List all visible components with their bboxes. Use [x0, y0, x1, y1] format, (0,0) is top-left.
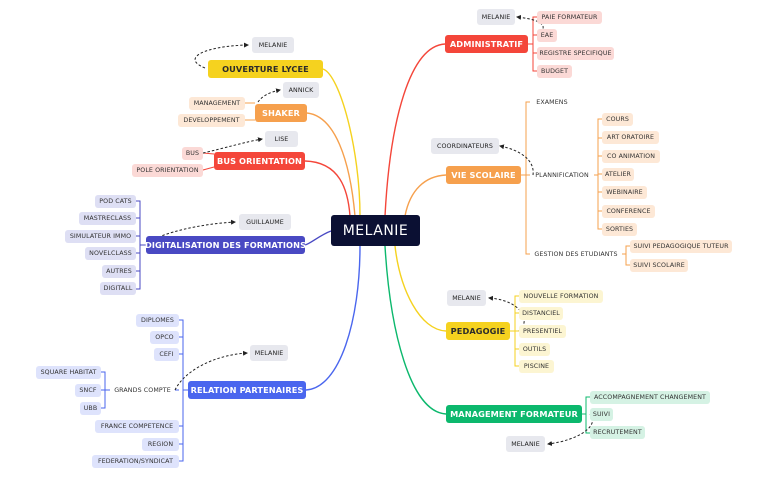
leaf-co-animation[interactable]: CO ANIMATION [602, 150, 660, 163]
contact-relation[interactable]: MELANIE [250, 345, 288, 361]
leaf-sncf[interactable]: SNCF [75, 384, 101, 397]
leaf-novelclass[interactable]: NOVELCLASS [85, 247, 136, 260]
branch-shaker[interactable]: SHAKER [255, 104, 307, 122]
edge-root-shaker [306, 112, 356, 217]
edge-root-mgmt [384, 245, 447, 415]
leaf-planification[interactable]: PLANNIFICATION [535, 172, 589, 179]
leaf-suivi[interactable]: SUIVI [590, 408, 613, 421]
leaf-atelier[interactable]: ATELIER [602, 168, 634, 181]
leaf-digitall[interactable]: DIGITALL [100, 282, 136, 295]
contact-vie[interactable]: COORDINATEURS [431, 138, 499, 154]
branch-pedagogie[interactable]: PEDAGOGIE [446, 322, 510, 340]
contact-admin[interactable]: MELANIE [477, 9, 515, 25]
leaf-registre-specifique[interactable]: REGISTRE SPECIFIQUE [537, 47, 614, 60]
leaf-pole-orientation[interactable]: POLE ORIENTATION [132, 164, 203, 177]
leaf-examens[interactable]: EXAMENS [536, 99, 568, 106]
leaf-cours[interactable]: COURS [602, 113, 633, 126]
branch-vie-scolaire[interactable]: VIE SCOLAIRE [446, 166, 521, 184]
edge-root-relation [305, 245, 361, 391]
leaf-nouvelle-formation[interactable]: NOUVELLE FORMATION [519, 290, 603, 303]
leaf-conference[interactable]: CONFERENCE [602, 205, 655, 218]
leaf-opco[interactable]: OPCO [150, 331, 179, 344]
branch-digitalisation[interactable]: DIGITALISATION DES FORMATIONS [145, 236, 306, 254]
contact-digital[interactable]: GUILLAUME [239, 214, 291, 230]
leaf-outils[interactable]: OUTILS [519, 343, 550, 356]
leaf-federation-syndicat[interactable]: FEDERATION/SYNDICAT [92, 455, 179, 468]
leaf-gestion-etudiants[interactable]: GESTION DES ETUDIANTS [534, 251, 618, 258]
edge-root-peda [394, 245, 447, 332]
leaf-accompagnement-changement[interactable]: ACCOMPAGNEMENT CHANGEMENT [590, 391, 710, 404]
leaf-budget[interactable]: BUDGET [537, 65, 572, 78]
leaf-suivi-scolaire[interactable]: SUIVI SCOLAIRE [630, 259, 688, 272]
contact-bus[interactable]: LISE [265, 131, 298, 147]
leaf-cefi[interactable]: CEFI [154, 348, 179, 361]
leaf-ubb[interactable]: UBB [80, 402, 101, 415]
leaf-eae[interactable]: EAE [537, 29, 557, 42]
leaf-simulateur-immo[interactable]: SIMULATEUR IMMO [65, 230, 136, 243]
leaf-france-competence[interactable]: FRANCE COMPETENCE [95, 420, 179, 433]
leaf-distanciel[interactable]: DISTANCIEL [519, 307, 563, 320]
leaf-presentiel[interactable]: PRESENTIEL [519, 325, 566, 338]
contact-shaker[interactable]: ANNICK [283, 82, 319, 98]
edge-root-bus [304, 160, 351, 217]
edge-root-vie [404, 174, 447, 217]
leaf-management[interactable]: MANAGEMENT [189, 97, 245, 110]
contact-ouverture[interactable]: MELANIE [252, 37, 294, 53]
leaf-webinaire[interactable]: WEBINAIRE [602, 186, 647, 199]
root-node[interactable]: MELANIE [331, 215, 420, 246]
leaf-bus[interactable]: BUS [182, 147, 203, 160]
leaf-autres[interactable]: AUTRES [102, 265, 136, 278]
leaf-suivi-pedagogique-tuteur[interactable]: SUIVI PEDAGOGIQUE TUTEUR [630, 240, 732, 253]
leaf-art-oratoire[interactable]: ART ORATOIRE [602, 131, 659, 144]
contact-peda[interactable]: MELANIE [447, 290, 486, 306]
edge-root-admin [384, 43, 446, 217]
branch-administratif[interactable]: ADMINISTRATIF [445, 35, 528, 53]
leaf-sorties[interactable]: SORTIES [602, 223, 637, 236]
edge-root-digital [304, 230, 332, 246]
leaf-square-habitat[interactable]: SQUARE HABITAT [36, 366, 101, 379]
branch-relation-partenaires[interactable]: RELATION PARTENAIRES [188, 381, 306, 399]
leaf-diplomes[interactable]: DIPLOMES [136, 314, 179, 327]
branch-bus-orientation[interactable]: BUS ORIENTATION [214, 152, 305, 170]
leaf-grands-compte[interactable]: GRANDS COMPTE [114, 387, 171, 394]
leaf-developpement[interactable]: DEVELOPPEMENT [178, 114, 245, 127]
leaf-region[interactable]: REGION [142, 438, 179, 451]
branch-ouverture-lycee[interactable]: OUVERTURE LYCEE [208, 60, 323, 78]
leaf-recrutement[interactable]: RECRUTEMENT [590, 426, 645, 439]
leaf-pod-cats[interactable]: POD CATS [95, 195, 136, 208]
leaf-paie-formateur[interactable]: PAIE FORMATEUR [537, 11, 602, 24]
branch-management-formateur[interactable]: MANAGEMENT FORMATEUR [446, 405, 582, 423]
edge-root-ouverture [322, 68, 361, 217]
leaf-mastreclass[interactable]: MASTRECLASS [79, 212, 136, 225]
contact-mgmt[interactable]: MELANIE [506, 436, 545, 452]
leaf-piscine[interactable]: PISCINE [519, 360, 554, 373]
